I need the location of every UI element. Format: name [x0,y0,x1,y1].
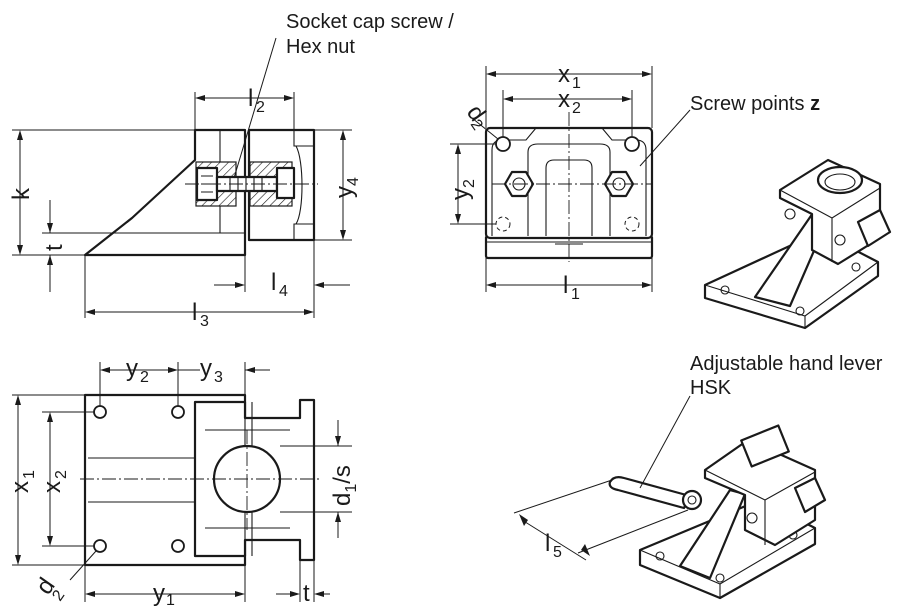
dim-x2-letter: x [558,86,570,113]
dim-y1-letter: y [153,580,165,606]
dim-t-top-label: t [303,580,310,606]
side-view: l 2 k t y 4 l 4 [8,11,454,330]
dim-y4-index: 4 [345,177,362,186]
dim-x1-top-letter: x [7,481,34,493]
top-hole-br [171,539,185,553]
socket-screw-note-line2: Hex nut [286,36,355,58]
top-hole-tl [93,405,107,419]
dim-l1-letter: l [563,272,568,299]
dim-x2-top-letter: x [39,481,66,493]
dim-l4-letter: l [271,269,276,296]
dim-x2-top-index: 2 [53,470,70,479]
hand-lever-hsk [608,476,692,510]
front-hole-top-right [624,136,640,152]
hand-lever-note-line1: Adjustable hand lever [690,353,883,375]
front-view: x 1 x 2 d 2 y 2 l 1 Screw points z [447,61,820,303]
dim-l3-letter: l [192,299,197,326]
dim-t-side-label: t [41,244,68,251]
isometric-lever-view: l 5 Adjustable hand lever HSK [513,353,883,600]
dim-x1-letter: x [558,61,570,88]
dim-x1-top-index: 1 [21,470,38,479]
screw-points-note: Screw points z [690,93,820,115]
front-hole-top-left [495,136,511,152]
socket-screw-note-line1: Socket cap screw / [286,11,454,33]
dim-y3-letter: y [200,355,212,382]
dim-l5-letter: l [545,530,550,557]
dim-l4-index: 4 [279,283,288,300]
dim-x2-index: 2 [572,100,581,117]
dim-x1-index: 1 [572,75,581,92]
hex-nut [275,166,296,200]
iso-bore [816,165,864,195]
top-view: y 2 y 3 x 1 x 2 d1/s [7,355,360,606]
dim-l2-letter: l [248,85,253,112]
dim-y2-front-index: 2 [461,179,478,188]
dim-l5-index: 5 [553,544,562,561]
hand-lever-note-line2: HSK [690,377,732,399]
dim-y2-front-letter: y [447,188,474,200]
dim-y2-top-index: 2 [140,369,149,386]
hand-lever-hub [681,489,703,511]
dim-l2-index: 2 [256,99,265,116]
dim-l1-index: 1 [571,286,580,303]
dim-y2-top-letter: y [126,355,138,382]
dim-d1s-label: d1/s [329,465,360,506]
dim-l3-index: 3 [200,313,209,330]
top-hole-bl [93,539,107,553]
dim-k-label: k [8,187,35,200]
isometric-view [703,158,892,330]
dim-y1-index: 1 [166,592,175,606]
top-hole-tr [171,405,185,419]
dim-y4-letter: y [331,186,358,198]
dim-y3-index: 3 [214,369,223,386]
